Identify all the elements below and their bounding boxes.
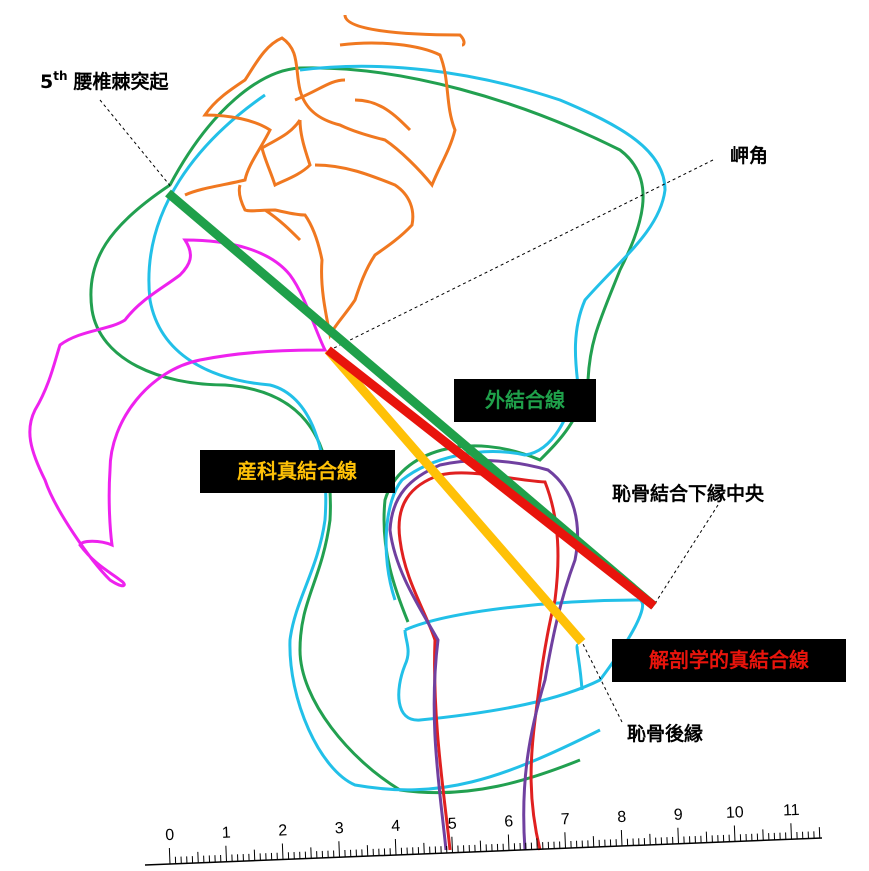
label-pubic-lower: 恥骨結合下縁中央 — [612, 482, 765, 505]
label-promontory: 岬角 — [730, 144, 768, 167]
box-external: 外結合線 — [454, 379, 596, 422]
ruler-tick — [339, 841, 340, 857]
ruler-tick-label: 9 — [674, 807, 684, 824]
box-anatomical: 解剖学的真結合線 — [612, 639, 846, 682]
ruler-tick — [282, 844, 283, 860]
box-obstetric: 産科真結合線 — [200, 450, 395, 493]
svg-text:産科真結合線: 産科真結合線 — [237, 459, 357, 483]
ruler-tick — [791, 823, 792, 839]
ruler-tick — [169, 848, 170, 864]
ruler: 0 1 2 3 4 5 6 7 8 9 10 11 — [145, 802, 822, 865]
ruler-tick-label: 10 — [726, 804, 745, 822]
svg-text:解剖学的真結合線: 解剖学的真結合線 — [649, 648, 809, 672]
label-pubic-posterior: 恥骨後縁 — [627, 722, 703, 745]
ruler-tick — [452, 837, 453, 853]
ruler-tick — [508, 834, 509, 850]
ruler-tick-label: 5 — [448, 816, 458, 833]
ruler-tick-label: 4 — [391, 818, 401, 835]
ruler-tick — [226, 846, 227, 862]
ruler-tick-label: 8 — [617, 809, 627, 826]
ruler-tick — [621, 830, 622, 846]
vertebrae-outline — [185, 15, 464, 335]
ruler-tick-label: 6 — [504, 813, 514, 830]
leader-lumbar — [100, 100, 172, 188]
ruler-tick-label: 2 — [278, 822, 288, 839]
pelvis-outline-cyan — [149, 66, 665, 790]
ruler-baseline — [145, 838, 822, 865]
ruler-tick — [565, 832, 566, 848]
ruler-tick — [678, 828, 679, 844]
ruler-tick-label: 1 — [222, 825, 232, 842]
leader-pubic-lower — [652, 505, 718, 608]
ruler-tick-label: 3 — [335, 820, 345, 837]
leader-promontory — [330, 160, 713, 350]
ruler-tick-label: 0 — [165, 827, 175, 844]
ruler-tick — [395, 839, 396, 855]
ruler-tick-label: 7 — [561, 811, 571, 828]
ruler-tick — [734, 825, 735, 841]
ruler-tick-label: 11 — [783, 802, 800, 820]
svg-text:外結合線: 外結合線 — [485, 388, 565, 412]
